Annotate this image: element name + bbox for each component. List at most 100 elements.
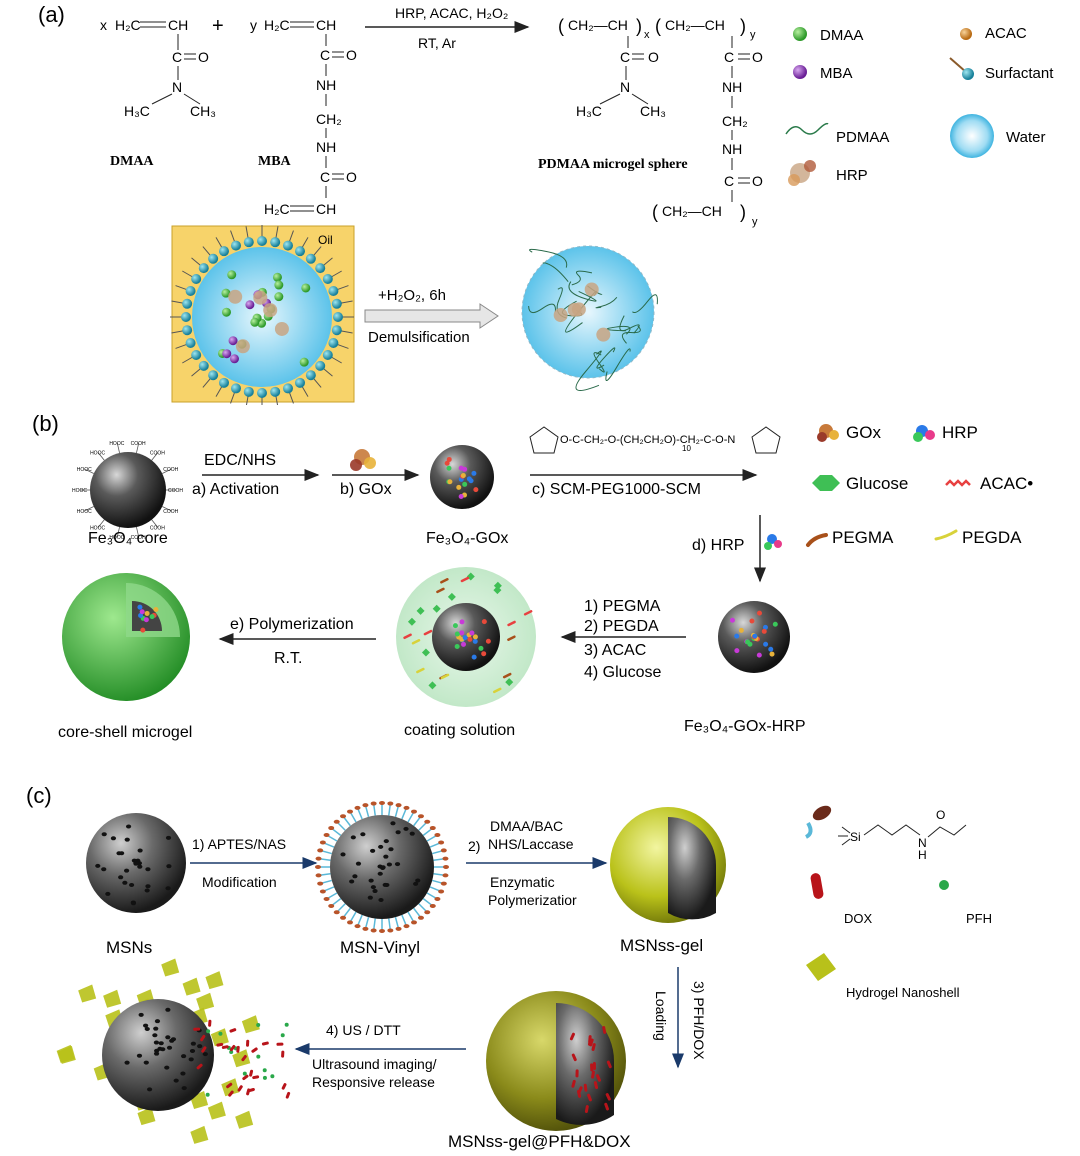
monomer-particle <box>416 667 425 674</box>
pore <box>165 835 172 840</box>
cooh-bond <box>84 506 94 512</box>
hrp-particle <box>253 290 268 305</box>
gox-hrp-particles <box>729 610 778 658</box>
hrp-particle <box>274 321 289 336</box>
surfactant-head <box>191 274 202 284</box>
vinyl-head <box>362 803 369 808</box>
surfactant-head <box>243 386 254 397</box>
pfh-droplet <box>280 1033 285 1038</box>
hydrogel-fragment <box>57 1045 76 1064</box>
polymer-ch3-right: CH₃ <box>640 103 666 119</box>
hrp-particle <box>584 282 599 297</box>
dmaa-particle <box>272 272 282 282</box>
pore <box>143 1060 149 1065</box>
surfactant-head <box>322 274 333 284</box>
cooh-label: HOOC <box>90 450 105 456</box>
pore <box>128 882 135 887</box>
monomer-particle <box>523 610 533 616</box>
dmaa-nitrogen: N <box>172 79 182 95</box>
hrp-particle <box>553 308 568 323</box>
vinyl-head <box>328 826 335 831</box>
step2-line-1: DMAA/BAC <box>490 818 563 834</box>
pore <box>370 885 376 890</box>
pdmaa-chain <box>596 347 616 369</box>
dmaa-particle <box>274 280 284 290</box>
fe3o4-core-sphere <box>90 452 166 528</box>
pfh-droplet <box>205 1092 210 1097</box>
dox-rod <box>595 1074 601 1082</box>
legend-pdmaa: PDMAA <box>836 129 889 146</box>
dox-rod <box>588 1035 592 1044</box>
vinyl-head <box>333 910 340 915</box>
fe3o4-core-label: Fe₃O₄ core <box>88 530 168 547</box>
dox-rod <box>281 1083 287 1090</box>
panel-c-diagram: (c) MSNs 1) APTES/NAS Modification MSN-V… <box>26 783 992 1151</box>
surfactant-head <box>185 337 196 348</box>
pore <box>382 882 388 887</box>
cooh-bond <box>116 443 120 454</box>
polymer-backbone-right: CH₂—CH <box>665 17 725 33</box>
vinyl-head <box>434 833 441 837</box>
pore <box>124 868 130 873</box>
vinyl-head <box>347 809 353 814</box>
surfactant-head <box>219 377 229 388</box>
dmaa-oxygen: O <box>198 49 209 65</box>
enzyme-particle <box>768 646 774 652</box>
enzyme-particle <box>472 638 478 644</box>
dox-rod <box>228 1090 234 1097</box>
monomer-particle <box>423 629 433 636</box>
enzyme-particle <box>472 634 478 640</box>
pdmaa-chain-icon <box>785 122 829 135</box>
dox-rod <box>577 1086 583 1094</box>
polymer-sub-x: x <box>644 29 650 41</box>
surfactant-head <box>191 350 202 360</box>
pdmaa-chain <box>575 350 602 391</box>
enzyme-particle <box>761 628 767 634</box>
vinyl-head <box>354 805 361 810</box>
cooh-label: HOOC <box>77 509 92 515</box>
enzyme-particle <box>144 610 150 616</box>
hydrogel-fragment <box>196 992 215 1011</box>
cooh-label: HOOC <box>90 526 105 532</box>
surfactant-head <box>182 298 193 309</box>
pore <box>190 1041 196 1046</box>
surfactant-droplet <box>170 225 354 405</box>
dox-rod <box>606 1060 612 1069</box>
vinyl-head <box>440 848 447 853</box>
pore <box>119 851 125 856</box>
enzyme-particle <box>454 644 460 650</box>
hydrogel-fragment <box>182 977 201 996</box>
pdmaa-chain <box>606 325 631 335</box>
hydrogel-nanoshell-icon <box>806 953 836 981</box>
dox-rod <box>246 1088 251 1096</box>
dmaa-structure: x H₂C CH C O N H₃C CH₃ <box>100 17 216 119</box>
pfh-droplet <box>242 1071 247 1076</box>
droplet-contents <box>217 270 311 367</box>
mba-vinyl-left-bottom: H₂C <box>264 201 290 217</box>
microgel-chains <box>528 248 658 391</box>
surfactant-head <box>322 350 333 360</box>
dmaa-carbonyl: C <box>172 49 182 65</box>
surfactant-head <box>295 377 305 388</box>
pore <box>360 832 366 837</box>
dox-rod <box>208 1019 212 1027</box>
svg-text:): ) <box>740 202 746 222</box>
vinyl-head <box>417 814 424 819</box>
dmaa-particle <box>221 288 231 298</box>
coating-step-1: 1) PEGMA <box>584 598 661 615</box>
pore <box>415 878 421 883</box>
released-drug <box>193 1019 291 1099</box>
enzyme-particle <box>738 627 744 633</box>
mba-c-bottom: C <box>320 169 330 185</box>
dox-rod <box>242 1074 249 1081</box>
cooh-bond <box>97 519 105 528</box>
enzyme-particle <box>139 609 145 615</box>
cooh-label: HOOC <box>77 467 92 473</box>
cooh-label: COOH <box>163 509 178 515</box>
pore <box>170 1037 177 1042</box>
monomer-particle <box>507 635 516 641</box>
surfactant-head <box>295 246 305 257</box>
vinyl-head <box>340 814 347 819</box>
msn-vinyl-pores <box>340 821 421 902</box>
polymer-backbone-left: CH₂—CH <box>568 17 628 33</box>
